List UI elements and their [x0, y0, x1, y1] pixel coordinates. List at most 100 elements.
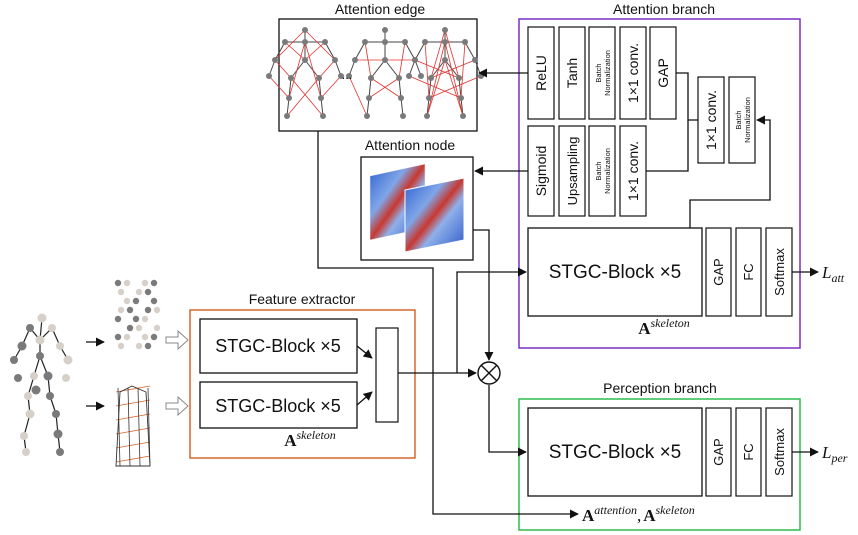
edge-joint: [352, 57, 358, 63]
edge-joint: [456, 75, 462, 81]
edge-joint: [322, 39, 328, 45]
shared-conv-label: 1×1 conv.: [703, 90, 719, 150]
multiply-node: [477, 361, 501, 385]
perception-stgc-block: [527, 407, 703, 497]
input-joint: [36, 352, 44, 360]
edge-joint: [284, 113, 290, 119]
perception-softmax-label: Softmax: [772, 428, 787, 476]
edge-joint: [442, 57, 448, 63]
relu-label: ReLU: [533, 55, 549, 91]
joint-node: [150, 297, 158, 305]
edge-joint: [412, 57, 418, 63]
edge-joint: [286, 95, 292, 101]
edge-joint: [366, 95, 372, 101]
edge-joint: [460, 113, 466, 119]
input-joint: [24, 392, 32, 400]
input-joint: [62, 374, 70, 382]
joint-node: [114, 333, 122, 341]
edge-joint: [316, 75, 322, 81]
joint-node: [123, 297, 131, 305]
input-joint: [25, 409, 35, 419]
attention-edge-line: [268, 75, 290, 99]
attention-edge-line: [430, 59, 476, 79]
edge-bone: [404, 41, 416, 61]
joint-node: [117, 306, 125, 314]
attention-edge-line: [426, 41, 446, 117]
conv-top-box: [619, 26, 647, 120]
input-joint: [43, 371, 53, 381]
attention-edge-line: [348, 75, 368, 117]
attention-edge-title: Attention edge: [335, 1, 426, 17]
edge-joint: [346, 73, 352, 79]
feature-stgc-block-1: [199, 318, 358, 374]
upsampling-box: [558, 125, 586, 217]
heatmap-front: [404, 177, 465, 253]
edge-joint: [400, 113, 406, 119]
shared-bn-box: [728, 76, 756, 164]
attention-stgc-block: [527, 227, 703, 317]
attention-edge-ellipsis: ...: [342, 67, 353, 82]
feature-extractor-matrix: Askeleton: [284, 428, 336, 450]
batchnorm-top-label: BatchNormalization: [594, 50, 612, 96]
attention-edge-line: [408, 75, 462, 99]
input-joint: [48, 324, 56, 332]
edge-joint: [426, 95, 432, 101]
joint-node: [153, 324, 161, 332]
loss-att: Latt: [821, 263, 845, 285]
feature-concat-box: [375, 327, 399, 423]
edge-joint: [428, 75, 434, 81]
bone-line: [115, 441, 151, 449]
joint-node: [132, 297, 140, 305]
shared-bn-label: BatchNormalization: [734, 97, 752, 143]
batchnorm-bottom-box: [588, 125, 616, 217]
attention-edge-line: [460, 41, 466, 99]
edge-joint: [442, 27, 448, 33]
edge-joint: [478, 73, 484, 79]
edge-joint: [288, 75, 294, 81]
edge-joint: [332, 57, 338, 63]
edge-bone: [354, 41, 366, 61]
feature-extractor-title: Feature extractor: [249, 291, 356, 307]
input-joint: [37, 313, 47, 323]
upsampling-label: Upsampling: [565, 137, 580, 206]
edge-joint: [396, 75, 402, 81]
input-joint: [14, 374, 22, 382]
joint-node: [132, 315, 140, 323]
joint-node: [135, 342, 143, 350]
edge-joint: [362, 39, 368, 45]
edge-bone: [274, 41, 286, 61]
edge-joint: [424, 113, 430, 119]
perception-fc-box: [735, 407, 762, 497]
joint-node: [141, 315, 149, 323]
attention-branch-matrix: Askeleton: [638, 316, 690, 338]
edge-bone: [428, 77, 432, 99]
edge-joint: [302, 39, 308, 45]
bone-line: [115, 399, 151, 407]
edge-joint: [382, 57, 388, 63]
bone-line: [115, 455, 151, 463]
attention-edge-line: [284, 41, 306, 61]
edge-bone: [288, 77, 292, 99]
joint-node: [123, 279, 131, 287]
attention-stgc-label: STGC-Block ×5: [549, 262, 682, 283]
edge-joint: [406, 73, 412, 79]
attention-edge-line: [370, 77, 402, 99]
perception-fc-label: FC: [741, 443, 756, 460]
batchnorm-top-box: [588, 26, 616, 120]
tanh-label: Tanh: [564, 58, 580, 88]
bone-line: [137, 387, 141, 467]
edge-joint: [302, 57, 308, 63]
attention-edge-line: [304, 41, 326, 61]
input-joint: [20, 432, 28, 440]
bone-line: [115, 427, 151, 435]
edge-bone: [318, 77, 322, 99]
edge-joint: [364, 113, 370, 119]
attention-edge-line: [304, 41, 322, 99]
edge-joint: [398, 95, 404, 101]
input-joint: [10, 356, 18, 364]
attention-edge-line: [286, 77, 320, 117]
edge-bone: [290, 59, 306, 79]
attention-gap-label: GAP: [711, 258, 726, 285]
joint-node: [141, 279, 149, 287]
input-joint: [26, 324, 34, 332]
